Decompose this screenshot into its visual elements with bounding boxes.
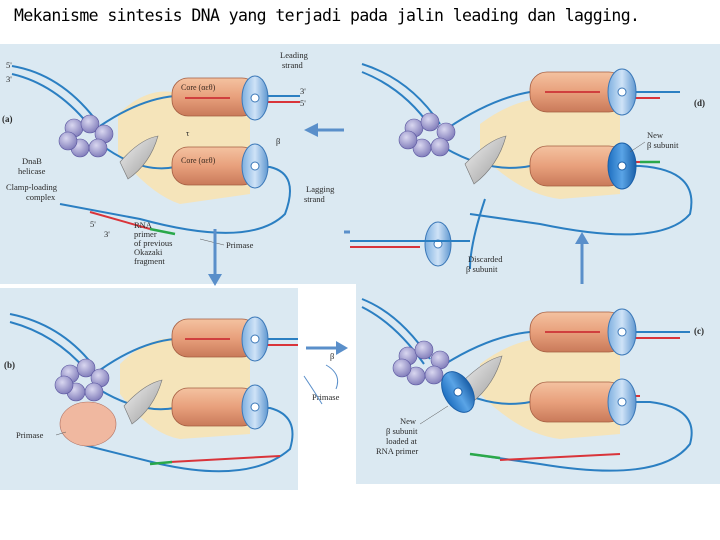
label-rna-3: of previous <box>134 238 172 248</box>
beta-hole-bottom-b <box>250 402 260 412</box>
new-beta-hole-c <box>453 387 463 397</box>
label-5-bottom: 5' <box>90 219 96 229</box>
panel-d-tag: (d) <box>694 98 705 108</box>
lagging-tail-d <box>469 198 486 270</box>
leader-new-beta-c <box>419 405 449 425</box>
label-leading-2: strand <box>282 60 304 70</box>
dna-top-b <box>9 313 93 365</box>
lagging-d <box>444 147 693 236</box>
panel-d: (d) New β subunit Discarded β subunit <box>350 63 705 274</box>
label-tau: τ <box>186 128 190 138</box>
label-5-right: 5' <box>300 98 306 108</box>
leader-new-beta-d <box>629 141 646 153</box>
panel-c: (c) New β subunit loaded at RNA primer <box>361 298 704 472</box>
label-rna-5: fragment <box>134 256 165 266</box>
label-clamp-1: Clamp-loading <box>6 182 58 192</box>
label-discarded-2: β subunit <box>466 264 498 274</box>
beta-hole-bottom-c <box>617 397 627 407</box>
label-lagging-2: strand <box>304 194 326 204</box>
label-5-top: 5' <box>6 60 12 70</box>
label-new-beta-c-1: New <box>400 416 417 426</box>
leading-template-d <box>444 91 680 131</box>
dnab-helicase-a <box>58 114 114 158</box>
lagging-c <box>444 383 693 472</box>
panel-c-tag: (c) <box>694 326 704 336</box>
label-3-bottom: 3' <box>104 229 110 239</box>
label-dnab-2: helicase <box>18 166 46 176</box>
parental-dna-top2 <box>11 73 89 125</box>
label-new-beta-c-3: loaded at <box>386 436 418 446</box>
clamp-loader-d <box>464 135 507 185</box>
label-beta-mid: β <box>330 351 334 361</box>
label-primase-mid: Primase <box>312 392 340 402</box>
clamp-loader-a <box>119 135 159 180</box>
parental-dna-top <box>11 65 96 120</box>
clamp-loader-b <box>123 379 163 425</box>
slide-title: Mekanisme sintesis DNA yang terjadi pada… <box>14 6 640 25</box>
arrow-a-to-b-head <box>208 274 222 286</box>
label-3-right: 3' <box>300 86 306 96</box>
label-primase-a: Primase <box>226 240 254 250</box>
label-dnab-1: DnaB <box>22 156 42 166</box>
label-new-beta-c-4: RNA primer <box>376 446 418 456</box>
label-rna-1: RNA <box>134 220 153 230</box>
label-core-bottom: Core (αεθ) <box>181 156 216 165</box>
label-new-beta-c-2: β subunit <box>386 426 418 436</box>
primer-b <box>149 460 173 466</box>
okazaki-c-old <box>499 453 621 461</box>
primase-arrow-mid <box>303 375 323 405</box>
arrow-left-top-head <box>304 123 318 137</box>
beta-hole-bottom-d <box>617 161 627 171</box>
arrow-c-to-d-head <box>575 232 589 244</box>
panel-mid-bg <box>298 284 354 490</box>
beta-arrow-mid <box>325 364 339 390</box>
beta-hole-top-d <box>617 87 627 97</box>
label-leading-1: Leading <box>280 50 309 60</box>
leading-c <box>444 331 690 365</box>
dnab-helicase-d <box>398 112 456 158</box>
primase-blob-b <box>59 401 117 447</box>
label-new-beta-d-2: β subunit <box>647 140 679 150</box>
dna-replication-diagram: (a) 5' 3' Leading strand Core (αεθ) 3' 5… <box>0 44 720 490</box>
label-discarded-1: Discarded <box>468 254 503 264</box>
panel-b-tag: (b) <box>4 360 15 370</box>
beta-hole-bottom <box>250 161 260 171</box>
panel-a: (a) 5' 3' Leading strand Core (αεθ) 3' 5… <box>2 50 335 266</box>
beta-hole-top-b <box>250 334 260 344</box>
panel-b: (b) Primase <box>4 313 298 473</box>
lagging-template <box>59 143 291 234</box>
label-rna-4: Okazaki <box>134 247 163 257</box>
panel-mid: β Primase <box>303 341 348 405</box>
arrow-b-to-c-head <box>336 341 348 355</box>
label-beta-a: β <box>276 136 280 146</box>
dnab-helicase-c <box>392 340 450 386</box>
primer-c <box>469 452 501 460</box>
leader-primase-b <box>55 431 67 436</box>
label-core-top: Core (αεθ) <box>181 83 216 92</box>
label-rna-2: primer <box>134 229 157 239</box>
okazaki-b-old <box>169 455 281 463</box>
leader-primase-a <box>199 238 225 246</box>
dnab-helicase-b <box>54 358 110 402</box>
label-clamp-2: complex <box>26 192 56 202</box>
panel-a-tag: (a) <box>2 114 13 124</box>
label-new-beta-d-1: New <box>647 130 664 140</box>
label-lagging-1: Lagging <box>306 184 335 194</box>
label-primase-b: Primase <box>16 430 44 440</box>
okazaki-old <box>89 211 151 230</box>
label-3-top: 3' <box>6 74 12 84</box>
beta-hole-top <box>250 93 260 103</box>
beta-hole-top-c <box>617 327 627 337</box>
rna-primer-a <box>149 227 176 236</box>
